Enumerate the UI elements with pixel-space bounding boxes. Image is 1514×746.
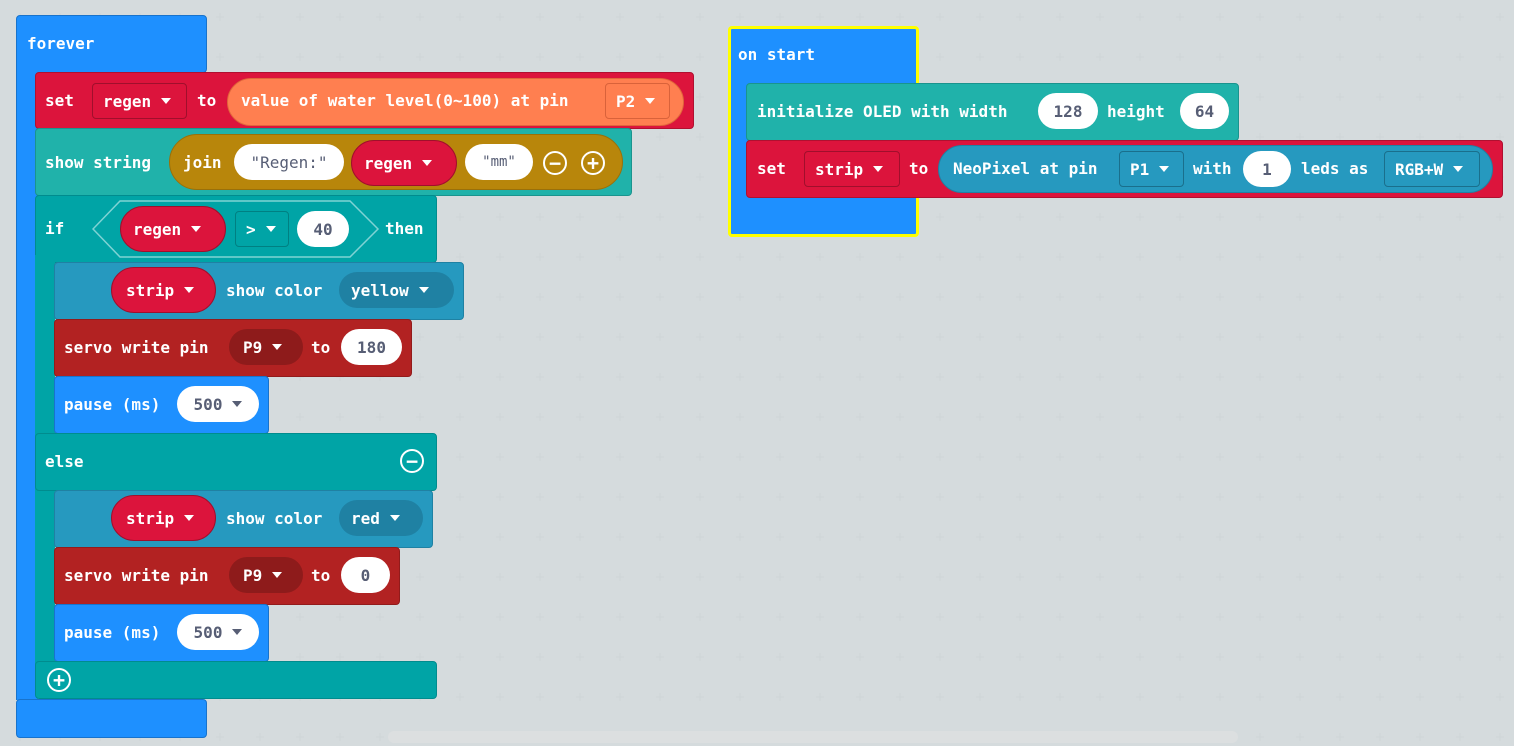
pause-label-else: pause (ms) — [64, 623, 161, 642]
set-keyword: set — [45, 91, 74, 110]
regen-variable-dropdown[interactable]: regen — [92, 83, 187, 119]
servo-to-label: to — [311, 338, 331, 357]
oled-width-input[interactable]: 128 — [1038, 93, 1098, 129]
join-label: join — [183, 153, 222, 172]
servo-pin-dropdown[interactable]: P9 — [229, 329, 303, 365]
pause-label: pause (ms) — [64, 395, 161, 414]
operator-dropdown[interactable]: > — [235, 211, 289, 247]
regen-variable-reporter[interactable]: regen — [351, 140, 457, 186]
horizontal-scrollbar[interactable] — [388, 731, 1238, 743]
else-section[interactable] — [35, 433, 437, 491]
chevron-down-icon — [184, 287, 195, 293]
with-label: with — [1193, 159, 1232, 178]
chevron-down-icon — [191, 226, 202, 232]
set-strip-keyword: set — [757, 159, 786, 178]
strip-variable-dropdown[interactable]: strip — [804, 151, 900, 187]
led-mode-dropdown[interactable]: RGB+W — [1384, 151, 1480, 187]
color-dropdown-red[interactable]: red — [339, 500, 423, 536]
else-label: else — [45, 452, 84, 471]
pause-duration-dropdown-else[interactable]: 500 — [177, 614, 259, 650]
show-string-label: show string — [45, 153, 151, 172]
chevron-down-icon — [232, 401, 243, 407]
forever-spine — [16, 60, 38, 700]
minus-circle-icon[interactable]: − — [400, 449, 424, 473]
forever-header[interactable] — [16, 15, 207, 73]
chevron-down-icon — [272, 344, 283, 350]
minus-circle-icon[interactable]: − — [543, 151, 567, 175]
chevron-down-icon — [418, 287, 429, 293]
on-start-footer — [728, 197, 919, 237]
plus-circle-icon[interactable]: + — [581, 151, 605, 175]
set-strip-to-label: to — [909, 159, 929, 178]
chevron-down-icon — [161, 98, 172, 104]
chevron-down-icon — [645, 98, 656, 104]
chevron-down-icon — [389, 515, 400, 521]
on-start-header[interactable] — [728, 26, 919, 84]
condition-regen-reporter[interactable]: regen — [120, 206, 226, 252]
servo-to-label-else: to — [311, 566, 331, 585]
led-count-input[interactable]: 1 — [1243, 151, 1291, 187]
water-pin-dropdown[interactable]: P2 — [605, 83, 670, 119]
text-input-mm[interactable]: "mm" — [465, 144, 533, 180]
initialize-oled-block[interactable] — [746, 83, 1239, 141]
chevron-down-icon — [232, 629, 243, 635]
chevron-down-icon — [272, 572, 283, 578]
strip-variable-reporter-else[interactable]: strip — [111, 495, 216, 541]
on-start-spine — [728, 82, 750, 200]
condition-value-input[interactable]: 40 — [297, 211, 349, 247]
servo-angle-input[interactable]: 180 — [341, 329, 402, 365]
text-value: "mm" — [482, 154, 516, 170]
forever-label: forever — [27, 34, 95, 53]
servo-pin-dropdown-else[interactable]: P9 — [229, 557, 303, 593]
servo-write-label-else: servo write pin — [64, 566, 209, 585]
then-label: then — [385, 219, 424, 238]
if-label: if — [45, 219, 65, 238]
text-input-regen[interactable]: "Regen:" — [234, 144, 344, 180]
neopixel-label: NeoPixel at pin — [953, 159, 1098, 178]
forever-footer — [16, 699, 207, 738]
color-dropdown-yellow[interactable]: yellow — [339, 272, 454, 308]
oled-height-input[interactable]: 64 — [1180, 93, 1229, 129]
show-color-label: show color — [226, 281, 323, 300]
chevron-down-icon — [1453, 166, 1464, 172]
neopixel-pin-dropdown[interactable]: P1 — [1119, 151, 1184, 187]
initialize-oled-label: initialize OLED with width — [757, 102, 1008, 121]
servo-angle-input-else[interactable]: 0 — [341, 557, 390, 593]
leds-as-label: leds as — [1301, 159, 1369, 178]
text-value: "Regen:" — [250, 152, 328, 172]
to-label: to — [197, 91, 217, 110]
on-start-label: on start — [738, 45, 816, 64]
pause-duration-dropdown[interactable]: 500 — [177, 386, 259, 422]
servo-write-label: servo write pin — [64, 338, 209, 357]
show-color-label-else: show color — [226, 509, 323, 528]
chevron-down-icon — [873, 166, 884, 172]
chevron-down-icon — [1159, 166, 1170, 172]
chevron-down-icon — [265, 226, 276, 232]
strip-variable-reporter[interactable]: strip — [111, 267, 216, 313]
plus-circle-icon[interactable]: + — [47, 668, 71, 692]
oled-height-label: height — [1107, 102, 1165, 121]
water-level-label: value of water level(0~100) at pin — [241, 91, 569, 110]
if-block-footer — [35, 661, 437, 699]
chevron-down-icon — [422, 160, 433, 166]
chevron-down-icon — [184, 515, 195, 521]
